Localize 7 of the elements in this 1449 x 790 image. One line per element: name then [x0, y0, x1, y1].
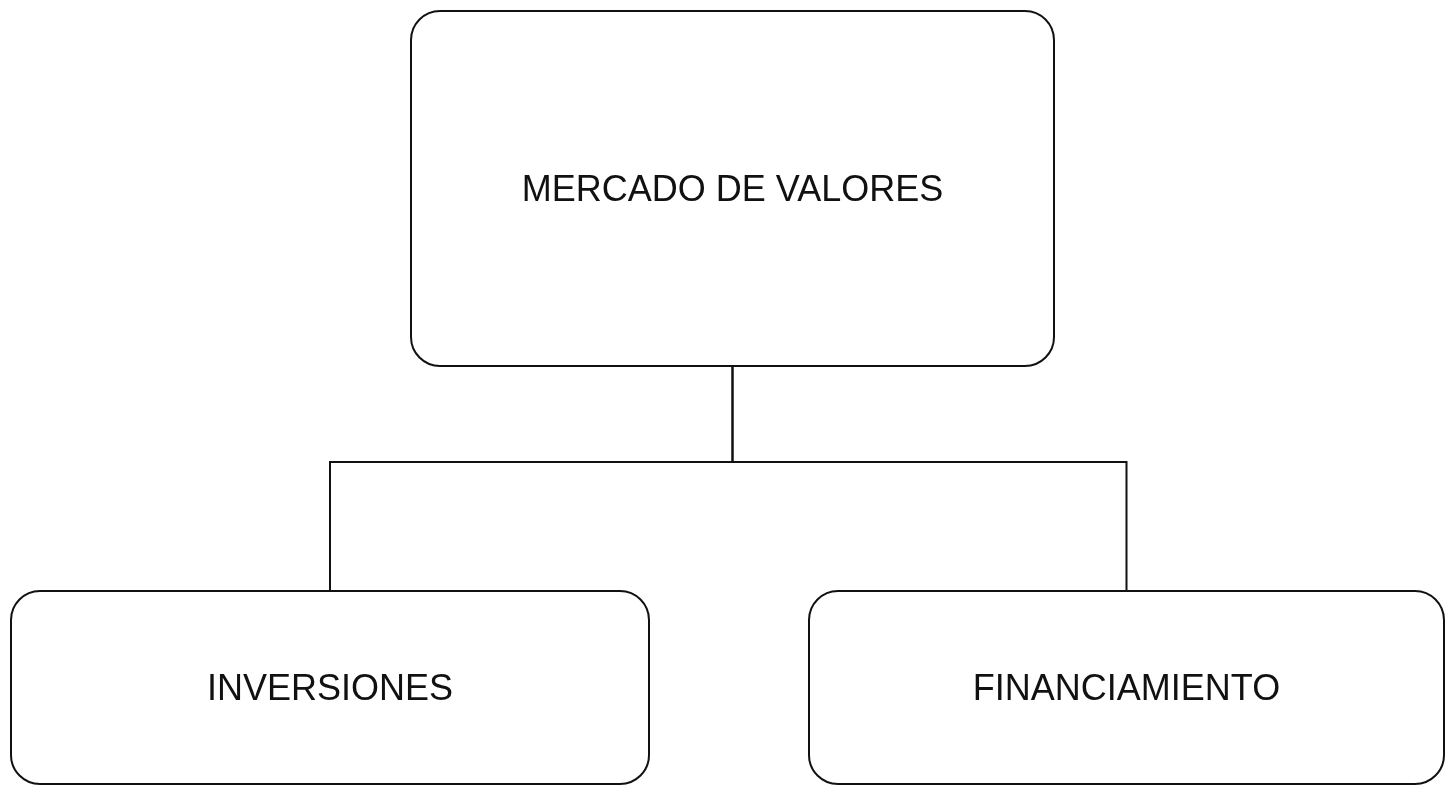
box-label: MERCADO DE VALORES — [521, 166, 944, 211]
rounded-box — [10, 590, 650, 785]
box-label: INVERSIONES — [206, 665, 454, 710]
rounded-box — [410, 10, 1055, 367]
box-label: FINANCIAMIENTO — [972, 665, 1281, 710]
connector-line — [731, 366, 1128, 591]
rounded-box — [808, 590, 1445, 785]
